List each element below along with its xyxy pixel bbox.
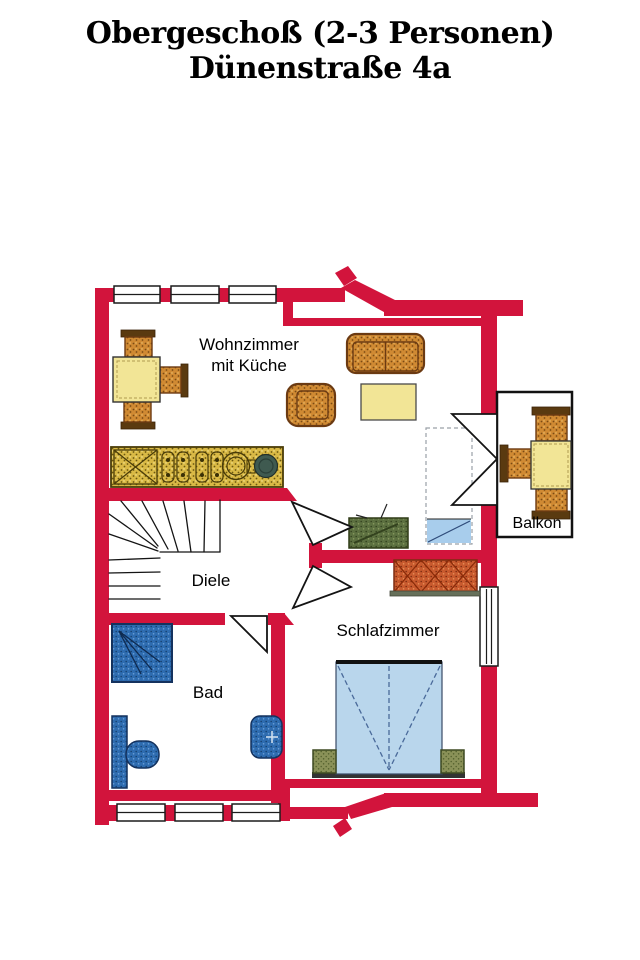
- balcony-door-icon: [449, 456, 498, 506]
- room-label-bedroom: Schlafzimmer: [336, 621, 440, 640]
- dining-chair-icon: [120, 401, 156, 430]
- armchair-icon: [285, 382, 337, 428]
- window-icon: [231, 803, 281, 822]
- room-label-hall: Diele: [191, 571, 231, 590]
- nightstand-icon: [440, 749, 465, 774]
- room-label-bath: Bad: [192, 683, 224, 702]
- door-swing-icon: [291, 564, 354, 610]
- dining-set: [112, 329, 189, 430]
- balcony-door-icon: [449, 413, 498, 462]
- stairs-icon: [108, 499, 221, 600]
- dining-table-icon: [112, 356, 161, 403]
- balcony-chair-icon: [531, 406, 571, 442]
- window-icon: [479, 586, 499, 667]
- dining-chair-icon: [159, 363, 189, 398]
- title-line-2: Dünenstraße 4a: [188, 51, 452, 86]
- dining-chair-icon: [120, 329, 156, 358]
- window-icon: [113, 285, 161, 304]
- walls: [95, 266, 538, 837]
- room-label-living-line1: Wohnzimmer: [199, 335, 299, 354]
- balcony-table-icon: [530, 440, 572, 490]
- storage-unit-dashed: [425, 427, 473, 545]
- window-icon: [174, 803, 224, 822]
- balcony-chair-icon: [499, 444, 533, 483]
- page-title: Obergeschoß (2-3 Personen) Dünenstraße 4…: [0, 16, 640, 86]
- shower-icon: [111, 623, 173, 683]
- washbasin-icon: [250, 715, 283, 759]
- room-label-balcony: Balkon: [512, 515, 562, 532]
- toilet-icon: [111, 715, 160, 789]
- wardrobe-icon: [389, 559, 481, 597]
- title-line-1: Obergeschoß (2-3 Personen): [85, 16, 555, 51]
- sofa-icon: [345, 332, 426, 375]
- windows: [113, 285, 499, 822]
- room-label-living: Wohnzimmer mit Küche: [199, 334, 299, 376]
- door-swing-icon: [228, 615, 268, 655]
- doors: [228, 413, 498, 655]
- nightstand-icon: [312, 749, 337, 774]
- window-icon: [116, 803, 166, 822]
- room-label-living-line2: mit Küche: [211, 356, 287, 375]
- coffee-table-icon: [360, 383, 417, 421]
- door-swing-icon: [290, 500, 355, 547]
- kitchenette-icon: [110, 446, 284, 488]
- window-icon: [228, 285, 277, 304]
- balcony-chair-icon: [531, 486, 571, 520]
- double-bed-icon: [312, 660, 465, 778]
- window-icon: [170, 285, 220, 304]
- tv-icon: [348, 503, 409, 549]
